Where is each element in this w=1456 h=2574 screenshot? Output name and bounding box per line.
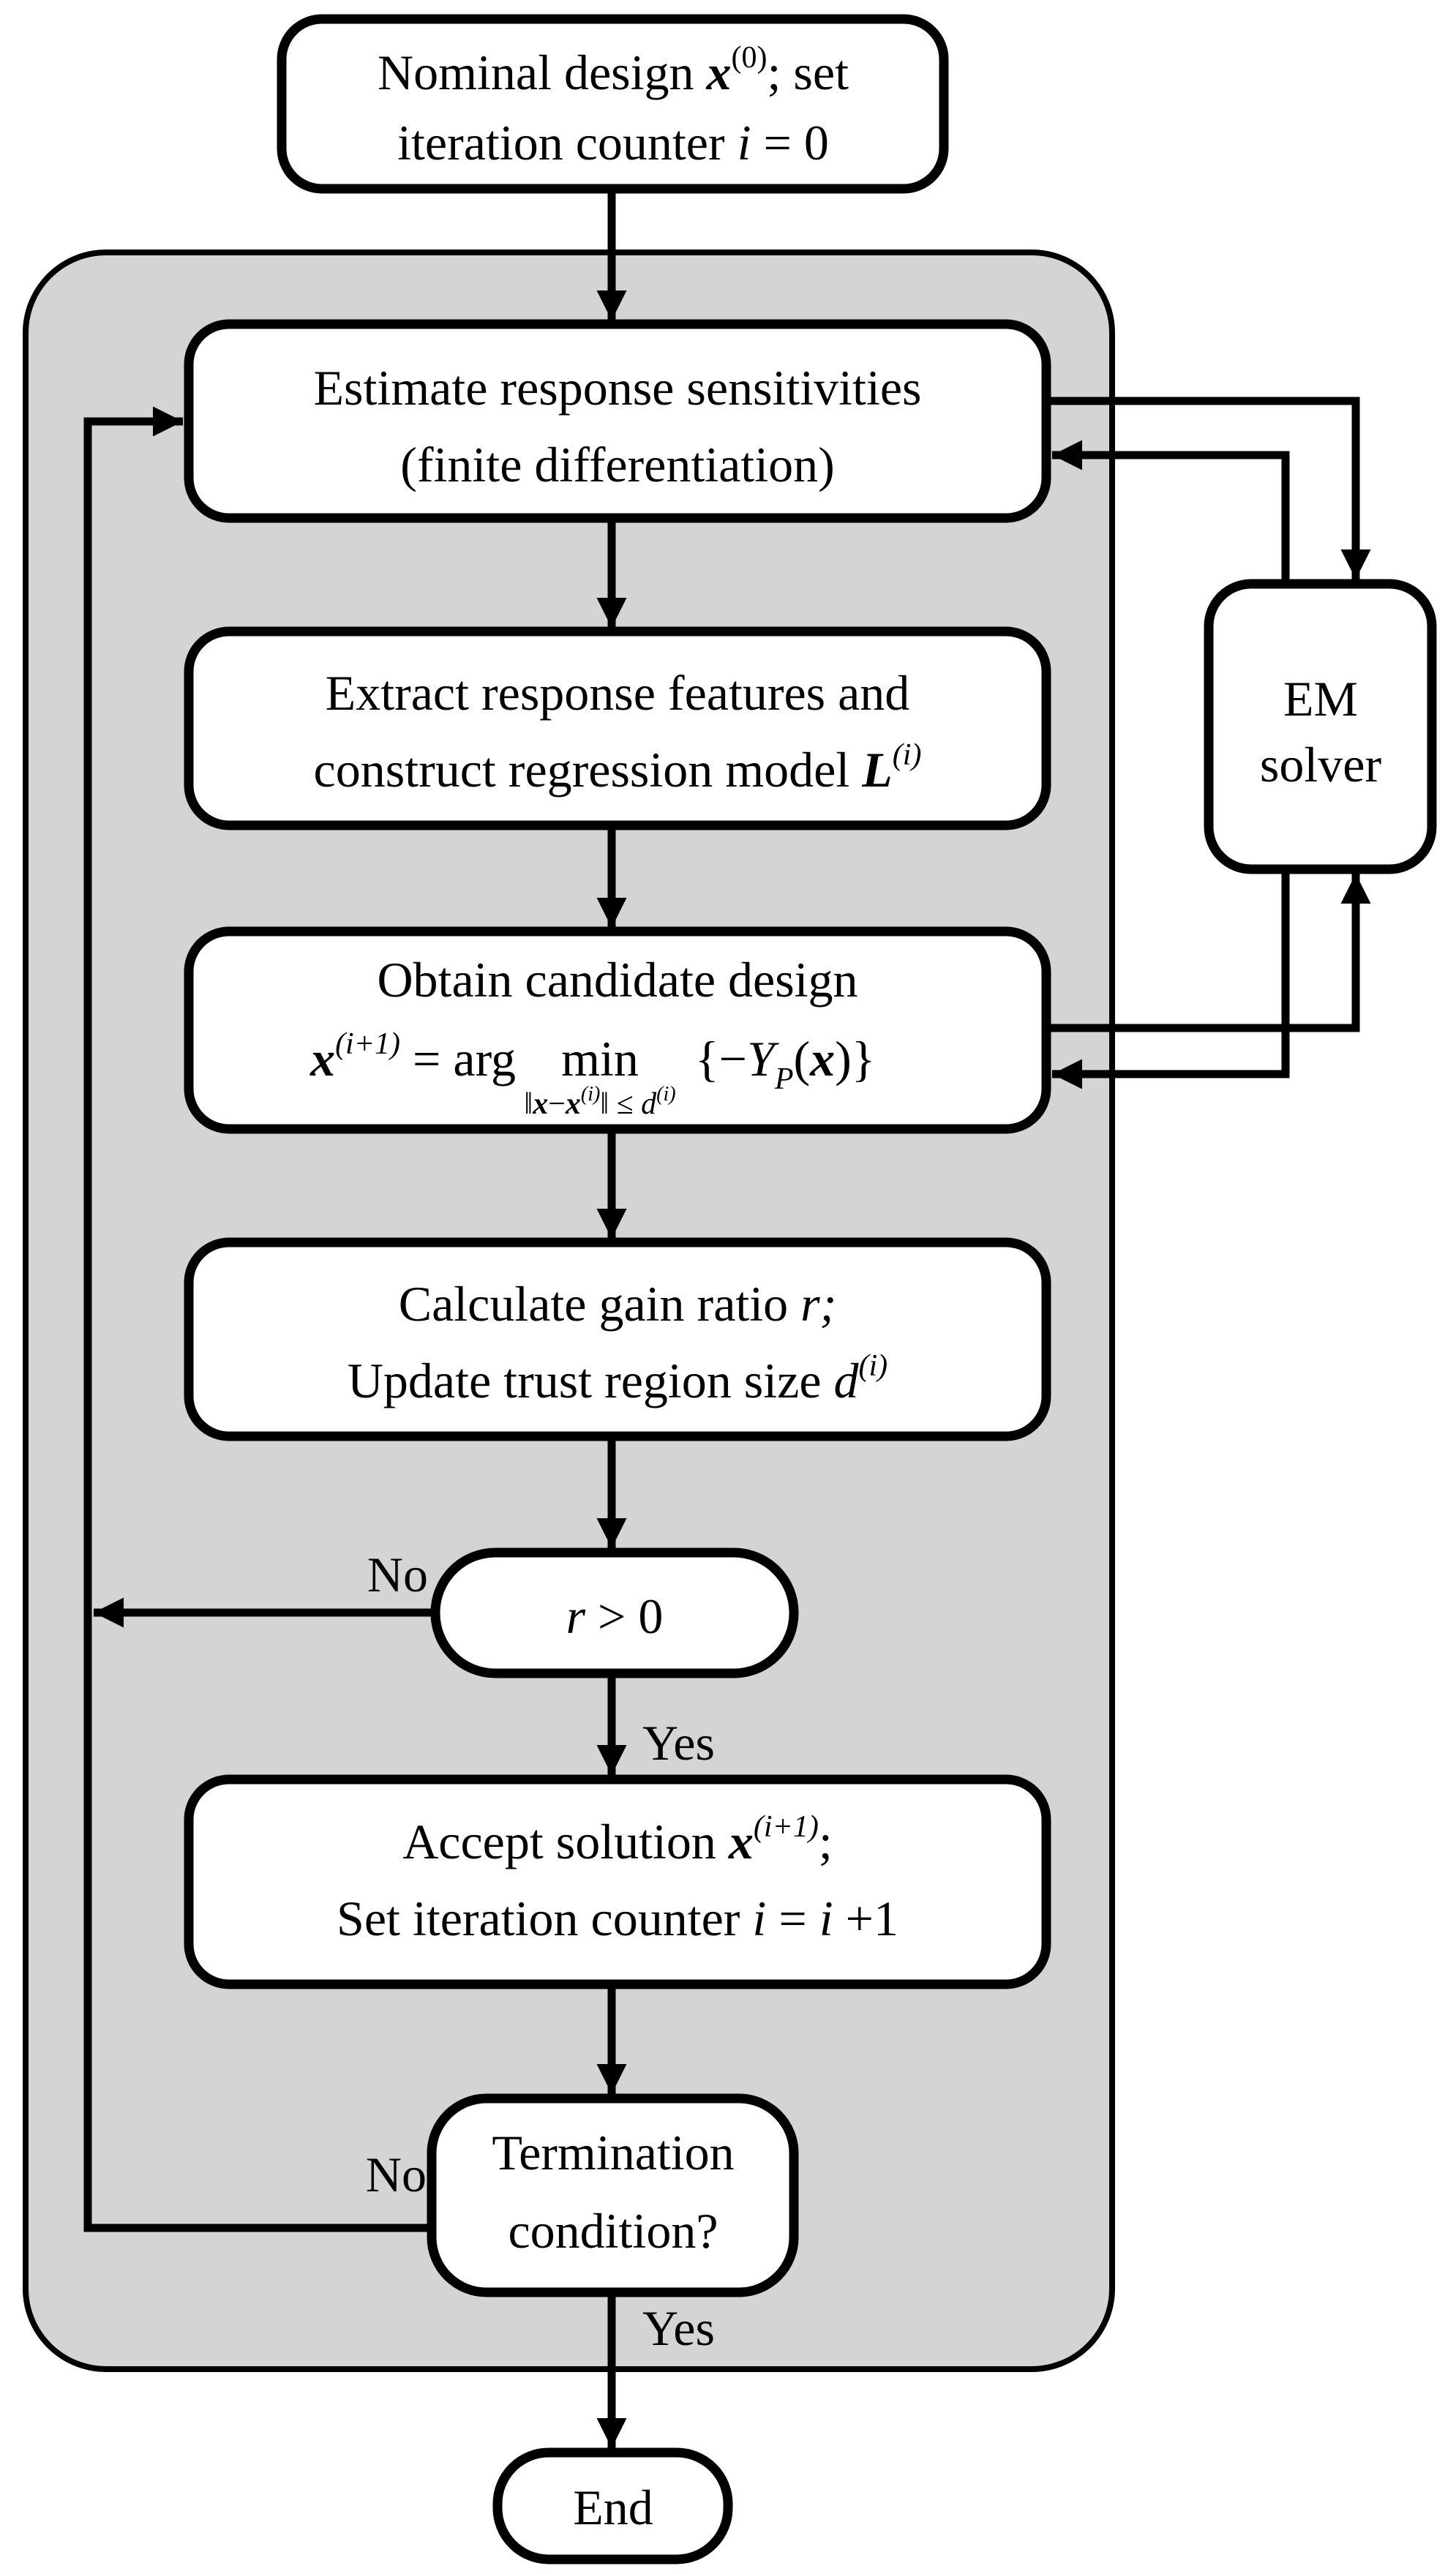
accept-node-line1: Accept solution x(i+1);: [402, 1810, 833, 1869]
label-yes-r: Yes: [642, 1715, 715, 1771]
arrow-estimate-to-em: [1046, 397, 1371, 579]
extract-features-node: [184, 626, 1051, 830]
obtain-node-line1: Obtain candidate design: [377, 952, 858, 1008]
start-node-line1: Nominal design x(0); set: [378, 41, 849, 100]
estimate-node-line2: (finite differentiation): [400, 437, 835, 492]
termination-line1: Termination: [492, 2125, 734, 2180]
em-solver-line2: solver: [1260, 737, 1382, 792]
label-no-r: No: [367, 1547, 428, 1602]
accept-node-line2: Set iteration counter i = i +1: [337, 1891, 898, 1946]
estimate-sensitivities-node: [184, 319, 1051, 523]
end-node-label: End: [573, 2480, 653, 2535]
gain-ratio-node: [184, 1237, 1051, 1441]
label-yes-termination: Yes: [642, 2300, 715, 2356]
arrow-em-to-estimate: [1052, 440, 1290, 584]
accept-solution-node: [184, 1774, 1051, 1989]
arrow-obtain-to-em: [1046, 874, 1371, 1032]
arrow-termination-no-feedback: [83, 406, 433, 2232]
estimate-node-line1: Estimate response sensitivities: [314, 360, 922, 416]
termination-line2: condition?: [508, 2203, 718, 2259]
start-node-line2: iteration counter i = 0: [397, 115, 829, 170]
obtain-formula-min: min: [561, 1031, 639, 1087]
obtain-formula-constraint: ‖x−x(i)‖ ≤ d(i): [524, 1083, 675, 1121]
r-gt-0-label: r > 0: [566, 1588, 664, 1644]
extract-node-line2: construct regression model L(i): [314, 738, 922, 798]
arrow-em-to-obtain: [1052, 869, 1290, 1089]
em-solver-node: [1204, 579, 1437, 874]
obtain-formula-right: {−YP(x)}: [695, 1031, 875, 1096]
gain-ratio-node-line1: Calculate gain ratio r;: [399, 1276, 837, 1332]
obtain-formula-left: x(i+1) = arg: [309, 1027, 516, 1087]
label-no-termination: No: [366, 2147, 427, 2202]
extract-node-line1: Extract response features and: [326, 665, 910, 721]
em-solver-line1: EM: [1283, 671, 1358, 727]
end-node: [492, 2447, 733, 2564]
gain-ratio-node-line2: Update trust region size d(i): [348, 1349, 888, 1408]
